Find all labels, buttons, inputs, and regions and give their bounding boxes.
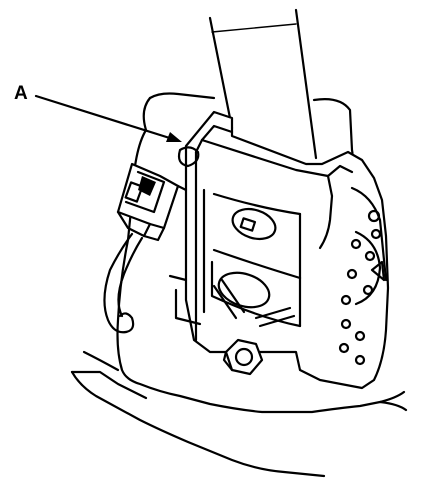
retractor-housing	[168, 110, 390, 390]
body-panel	[70, 92, 408, 478]
retractor-gear-cover	[338, 186, 388, 366]
callout-label-a: A	[14, 83, 28, 104]
callout-leader-line	[34, 94, 182, 142]
mounting-bolt	[222, 338, 264, 376]
wire-harness	[103, 232, 144, 334]
connector-a	[116, 146, 200, 242]
seat-belt-webbing	[208, 8, 318, 160]
housing-details	[212, 207, 296, 328]
